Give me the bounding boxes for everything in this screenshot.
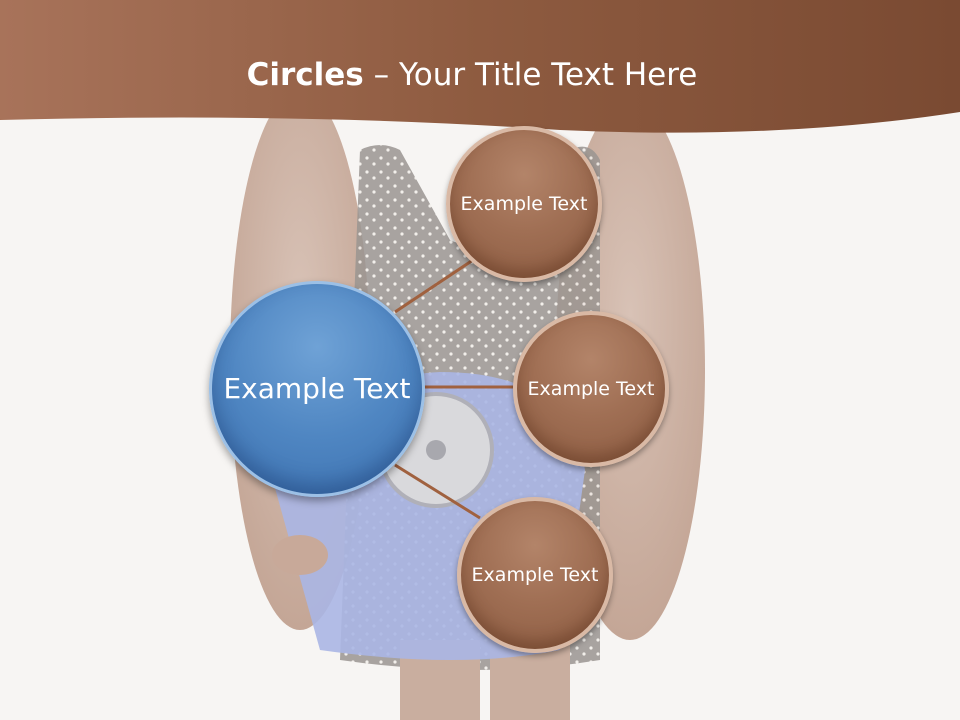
circle-middle[interactable]: Example Text — [513, 311, 669, 467]
connector-bottom — [394, 463, 481, 520]
circle-center[interactable]: Example Text — [209, 281, 425, 497]
circle-center-label: Example Text — [223, 372, 411, 405]
title-rest: – Your Title Text Here — [363, 57, 698, 93]
scale-dial-center — [426, 440, 446, 460]
slide-title: Circles – Your Title Text Here — [0, 52, 944, 98]
circle-bottom-label: Example Text — [471, 564, 599, 586]
circle-middle-label: Example Text — [527, 378, 655, 400]
circle-bottom[interactable]: Example Text — [457, 497, 613, 653]
circle-top-label: Example Text — [460, 193, 588, 215]
connector-top — [394, 256, 477, 314]
header-band — [0, 0, 960, 133]
title-bold: Circles — [246, 57, 364, 93]
circle-top[interactable]: Example Text — [446, 126, 602, 282]
hand-shape — [272, 535, 328, 575]
